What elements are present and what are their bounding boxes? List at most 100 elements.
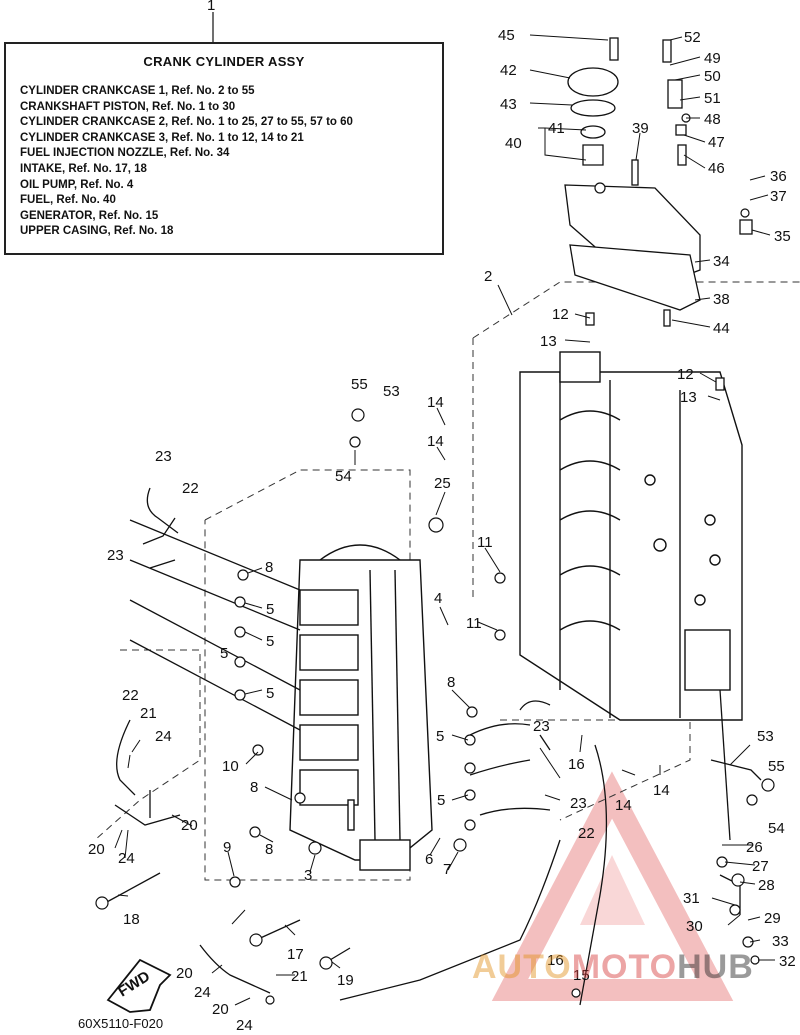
callout-53a: 53 — [383, 383, 400, 400]
callout-24c: 24 — [194, 984, 211, 1001]
callout-21b: 21 — [291, 968, 308, 985]
callout-28: 28 — [758, 877, 775, 894]
callout-51: 51 — [704, 90, 721, 107]
watermark-part-2: MOTO — [571, 948, 678, 986]
watermark-part-1: AUTO — [472, 948, 572, 986]
callout-17: 17 — [287, 946, 304, 963]
callout-35: 35 — [774, 228, 791, 245]
callout-23c: 23 — [533, 718, 550, 735]
callout-42: 42 — [500, 62, 517, 79]
callout-22b: 22 — [122, 687, 139, 704]
legend-line: CYLINDER CRANKCASE 1, Ref. No. 2 to 55 — [20, 85, 255, 97]
callout-13a: 13 — [540, 333, 557, 350]
watermark-logo: AUTOMOTOHUB — [472, 948, 754, 987]
callout-37: 37 — [770, 188, 787, 205]
callout-47: 47 — [708, 134, 725, 151]
callout-8a: 8 — [265, 559, 273, 576]
callout-40: 40 — [505, 135, 522, 152]
callout-23b: 23 — [107, 547, 124, 564]
callout-13b: 13 — [680, 389, 697, 406]
legend-line: FUEL INJECTION NOZZLE, Ref. No. 34 — [20, 147, 230, 160]
legend-line: INTAKE, Ref. No. 17, 18 — [20, 162, 147, 175]
callout-14a: 14 — [427, 394, 444, 411]
callout-11a: 11 — [477, 534, 493, 551]
callout-3: 3 — [304, 867, 312, 884]
callout-5c: 5 — [220, 645, 228, 662]
callout-8c: 8 — [250, 779, 258, 796]
callout-53b: 53 — [757, 728, 774, 745]
callout-20c: 20 — [176, 965, 193, 982]
callout-16b: 16 — [547, 952, 564, 969]
callout-5f: 5 — [437, 792, 445, 809]
callout-46: 46 — [708, 160, 725, 177]
hoses-and-fittings — [104, 487, 762, 1006]
callout-14b: 14 — [427, 433, 444, 450]
callout-5e: 5 — [436, 728, 444, 745]
callout-2: 2 — [484, 268, 492, 285]
callout-25: 25 — [434, 475, 451, 492]
callout-24d: 24 — [236, 1017, 253, 1034]
callout-27: 27 — [752, 858, 769, 875]
callout-29: 29 — [764, 910, 781, 927]
legend-line: CYLINDER CRANKCASE 2, Ref. No. 1 to 25, … — [20, 116, 353, 129]
watermark-part-3: HUB — [677, 948, 754, 986]
callout-24a: 24 — [155, 728, 172, 745]
callout-1: 1 — [207, 0, 215, 14]
callout-30: 30 — [686, 918, 703, 935]
crankcase-block — [519, 351, 743, 721]
callout-36: 36 — [770, 168, 787, 185]
callout-9: 9 — [223, 839, 231, 856]
callout-33: 33 — [772, 933, 789, 950]
callout-22c: 22 — [578, 825, 595, 842]
callout-55b: 55 — [768, 758, 785, 775]
callout-49: 49 — [704, 50, 721, 67]
callout-8d: 8 — [265, 841, 273, 858]
callout-44: 44 — [713, 320, 730, 337]
legend-list: CYLINDER CRANKCASE 1, Ref. No. 2 to 55 C… — [20, 84, 353, 240]
legend-line: UPPER CASING, Ref. No. 18 — [20, 225, 174, 238]
callout-10: 10 — [222, 758, 239, 775]
callout-26: 26 — [746, 839, 763, 856]
watermark-triangle-icon — [491, 771, 734, 1001]
callout-5b: 5 — [266, 633, 274, 650]
callout-52: 52 — [684, 29, 701, 46]
legend-line: GENERATOR, Ref. No. 15 — [20, 209, 159, 222]
legend-line: CYLINDER CRANKCASE 3, Ref. No. 1 to 12, … — [20, 131, 304, 144]
callout-18: 18 — [123, 911, 140, 928]
callout-labels: 1 45 52 49 42 50 43 51 41 48 40 39 47 46… — [88, 0, 796, 1034]
callout-54a: 54 — [335, 468, 352, 485]
callout-12a: 12 — [552, 306, 569, 323]
callout-11b: 11 — [466, 615, 482, 632]
callout-20a: 20 — [181, 817, 198, 834]
callout-19: 19 — [337, 972, 354, 989]
callout-23d: 23 — [570, 795, 587, 812]
callout-31: 31 — [683, 890, 700, 907]
callout-21a: 21 — [140, 705, 157, 722]
legend-line: CRANKSHAFT PISTON, Ref. No. 1 to 30 — [20, 100, 236, 113]
callout-32: 32 — [779, 953, 796, 970]
callout-34: 34 — [713, 253, 730, 270]
callout-15: 15 — [573, 967, 590, 984]
callout-5a: 5 — [266, 601, 274, 618]
callout-23a: 23 — [155, 448, 172, 465]
callout-14d: 14 — [653, 782, 670, 799]
callout-22a: 22 — [182, 480, 199, 497]
callout-4: 4 — [434, 590, 442, 607]
fwd-arrow-icon: FWD — [106, 958, 172, 1013]
drawing-code: 60X5110-F020 — [78, 1016, 164, 1031]
callout-6: 6 — [425, 851, 433, 868]
callout-20d: 20 — [212, 1001, 229, 1018]
callout-43: 43 — [500, 96, 517, 113]
callout-14c: 14 — [615, 797, 632, 814]
callout-38: 38 — [713, 291, 730, 308]
callout-16a: 16 — [568, 756, 585, 773]
callout-12b: 12 — [677, 366, 694, 383]
callout-45: 45 — [498, 27, 515, 44]
callout-5d: 5 — [266, 685, 274, 702]
legend-title: CRANK CYLINDER ASSY — [143, 54, 305, 69]
legend-line: FUEL, Ref. No. 40 — [20, 194, 116, 207]
callout-24b: 24 — [118, 850, 135, 867]
callout-7: 7 — [443, 861, 451, 878]
assembly-legend-box: CRANK CYLINDER ASSY CYLINDER CRANKCASE 1… — [4, 42, 444, 255]
